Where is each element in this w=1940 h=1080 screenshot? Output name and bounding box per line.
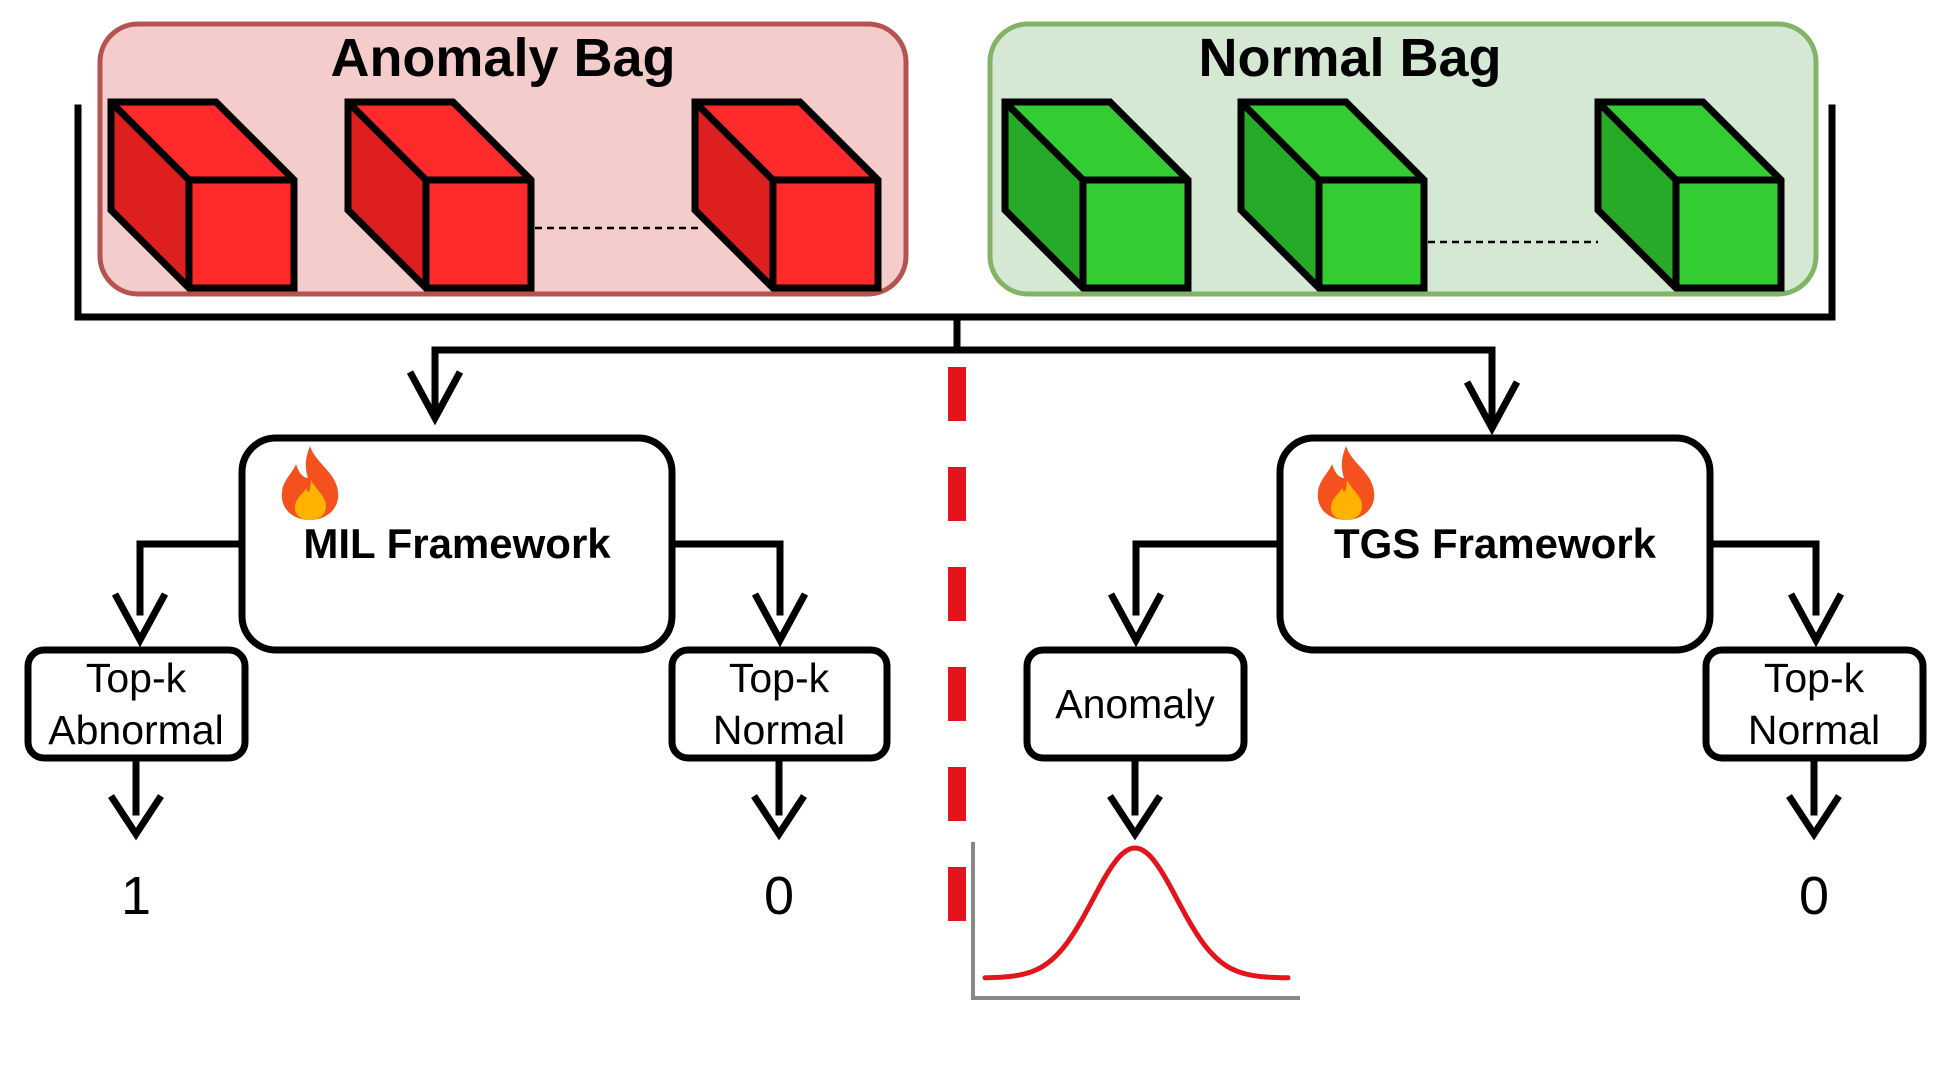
mil-output-normal: 0 (764, 866, 794, 926)
gaussian-axes (971, 842, 1300, 1000)
arrow-down-icon (406, 370, 464, 426)
fire-icon (281, 446, 339, 520)
normal-cube (1237, 98, 1428, 292)
arrow-down-icon (1463, 380, 1521, 436)
mil-output-abnormal: 1 (121, 866, 151, 926)
bag-merge-bracket (74, 104, 1836, 428)
arrow-down-icon (1107, 794, 1163, 841)
tgs-framework-title: TGS Framework (1334, 520, 1657, 567)
anomaly-bag-title: Anomaly Bag (330, 28, 675, 88)
mil-topk-abnormal-line2: Abnormal (48, 707, 223, 753)
anomaly-cube (691, 98, 882, 292)
tgs-topk-normal-line1: Top-k (1764, 655, 1865, 701)
anomaly-cube (107, 98, 298, 292)
tgs-topk-normal-box (1702, 646, 1927, 762)
gaussian-curve-icon (971, 842, 1300, 1000)
anomaly-cube (344, 98, 535, 292)
normal-bag: Normal Bag (987, 21, 1819, 297)
mil-framework-title: MIL Framework (303, 520, 611, 567)
normal-bag-title: Normal Bag (1198, 28, 1501, 88)
mil-topk-normal-line1: Top-k (729, 655, 830, 701)
mil-framework: MIL Framework Top-k Abnormal Top-k Norma… (24, 434, 891, 926)
tgs-anomaly-box (1023, 646, 1248, 762)
gaussian-curve (982, 845, 1291, 981)
normal-cube (1001, 98, 1192, 292)
arrow-down-icon (751, 592, 809, 648)
tgs-framework: TGS Framework Anomaly Top-k Normal 0 (971, 434, 1927, 1000)
mil-topk-normal-line2: Normal (713, 707, 845, 753)
tgs-anomaly-label: Anomaly (1055, 681, 1215, 727)
anomaly-bag: Anomaly Bag (97, 21, 909, 297)
arrow-down-icon (1107, 592, 1165, 648)
arrow-down-icon (751, 794, 807, 841)
arrow-down-icon (1787, 592, 1845, 648)
tgs-output-normal: 0 (1799, 866, 1829, 926)
mil-topk-abnormal-box (24, 646, 249, 762)
arrow-down-icon (108, 794, 164, 841)
mil-topk-normal-box (668, 646, 891, 762)
normal-cube (1594, 98, 1785, 292)
mil-topk-abnormal-line1: Top-k (86, 655, 187, 701)
arrow-down-icon (1786, 794, 1842, 841)
fire-icon (1317, 446, 1375, 520)
tgs-topk-normal-line2: Normal (1748, 707, 1880, 753)
arrow-down-icon (111, 592, 169, 648)
